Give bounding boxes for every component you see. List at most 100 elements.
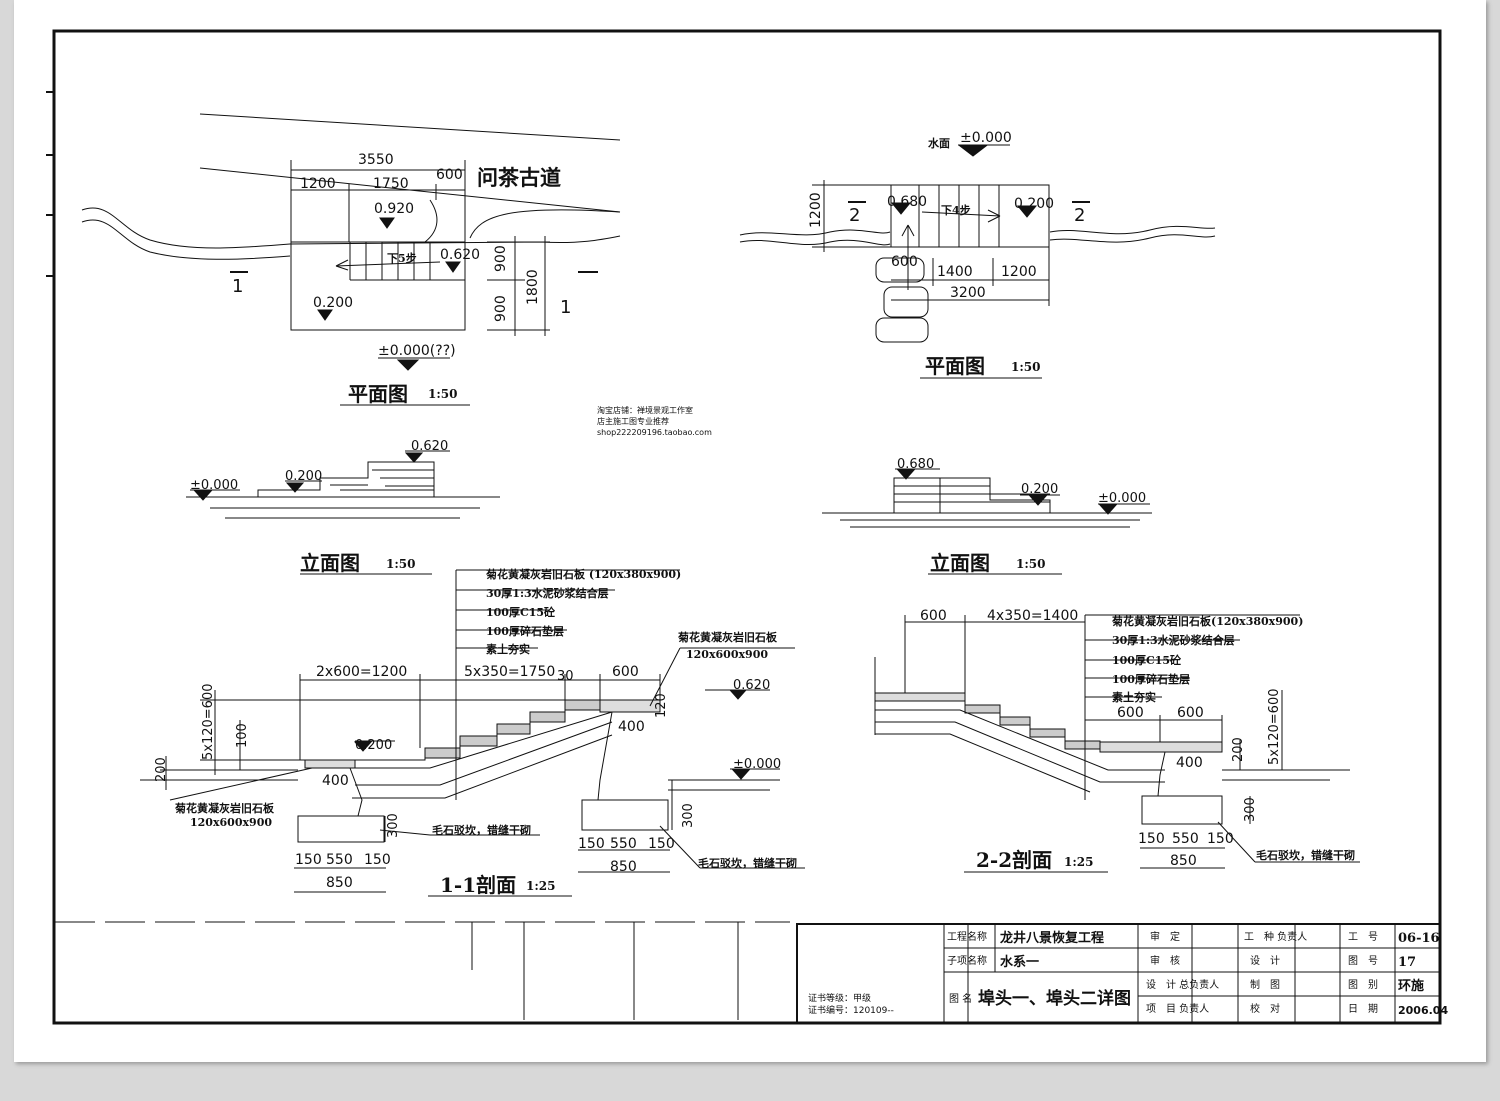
tb-label: 图 名: [949, 992, 972, 1005]
dim-label: 100: [235, 723, 250, 748]
plan-2: [739, 137, 1216, 379]
level-label: ±0.000: [733, 757, 781, 772]
section-2-2: [874, 614, 1360, 873]
tb-label: 图 别: [1348, 979, 1378, 991]
dim-label: 900: [493, 295, 509, 322]
layer-note: 100厚碎石垫层: [486, 624, 564, 638]
tb-label: 校 对: [1250, 1002, 1280, 1015]
level-label: 0.200: [313, 295, 353, 311]
tb-label: 工 号: [1348, 931, 1378, 943]
drawing-name: 埠头一、埠头二详图: [978, 988, 1131, 1009]
dim-label: 2x600=1200: [316, 664, 407, 680]
level-label: 0.620: [733, 678, 770, 693]
dim-label: 1800: [525, 269, 541, 305]
tb-label: 图 号: [1348, 955, 1378, 967]
drawing-border: [52, 29, 1442, 1025]
drawing-category: 环施: [1398, 978, 1424, 994]
level-label: ±0.000: [190, 478, 238, 493]
dim-label: 600: [920, 608, 947, 624]
layer-note: 菊花黄凝灰岩旧石板(120x380x900): [1112, 614, 1303, 628]
plan2-scale: 1:50: [1011, 360, 1040, 374]
dim-label: 550: [1172, 831, 1199, 847]
elev2-scale: 1:50: [1016, 557, 1045, 571]
level-label: 0.620: [440, 247, 480, 263]
level-label: 0.680: [887, 194, 927, 210]
dim-label: 300: [386, 813, 401, 838]
dim-label: 850: [610, 859, 637, 875]
dim-label: 400: [618, 719, 645, 735]
elevation-2: [822, 468, 1152, 575]
level-label: ±0.000(??): [378, 343, 456, 359]
dim-label: 3550: [358, 152, 394, 168]
dim-label: 600: [1177, 705, 1204, 721]
section2-title: 2-2剖面: [976, 848, 1052, 872]
drawing-number: 17: [1398, 955, 1416, 970]
layer-note: 菊花黄凝灰岩旧石板 (120x380x900): [486, 567, 681, 581]
dim-label: 150: [578, 836, 605, 852]
dim-label: 1400: [937, 264, 973, 280]
tb-label: 设 计 总负责人: [1146, 978, 1219, 991]
dim-label: 300: [681, 803, 696, 828]
dim-label: 4x350=1400: [987, 608, 1078, 624]
dim-label: 1750: [373, 176, 409, 192]
section1-title: 1-1剖面: [440, 873, 516, 897]
layer-note: 100厚C15砼: [486, 605, 556, 619]
plan2-title: 平面图: [925, 354, 985, 378]
tb-label: 项 目 负责人: [1146, 1002, 1209, 1015]
layer-note: 素土夯实: [1112, 690, 1156, 704]
level-label: 0.200: [285, 469, 322, 484]
layer-note: 素土夯实: [486, 642, 530, 656]
section-mark: 2: [1074, 205, 1085, 226]
tb-label: 审 核: [1150, 954, 1180, 967]
level-label: 0.920: [374, 201, 414, 217]
tb-label: 设 计: [1250, 954, 1280, 967]
project-name: 龙井八景恢复工程: [1000, 930, 1104, 946]
dim-label: 400: [322, 773, 349, 789]
steps-label: 下5步: [387, 251, 417, 265]
level-label: 0.620: [411, 439, 448, 454]
dim-label: 300: [1243, 797, 1258, 822]
plan1-scale: 1:50: [428, 387, 457, 401]
foundation-note: 毛石驳坎，错缝干砌: [698, 856, 797, 870]
elev1-scale: 1:50: [386, 557, 415, 571]
tb-label: 日 期: [1348, 1003, 1378, 1015]
title-block: [55, 921, 1441, 1024]
tb-label: 工 种 负责人: [1244, 930, 1307, 943]
plan1-label: 问茶古道: [477, 166, 561, 190]
section-mark: 1: [560, 297, 571, 318]
dim-label: 1200: [808, 192, 824, 228]
tb-label: 子项名称: [947, 954, 987, 967]
dim-label: 550: [610, 836, 637, 852]
dim-label: 3200: [950, 285, 986, 301]
cert-number: 证书编号：120109--: [808, 1004, 894, 1016]
level-label: 0.200: [355, 738, 392, 753]
dim-label: 600: [612, 664, 639, 680]
tb-label: 审 定: [1150, 930, 1180, 943]
elevation-1: [186, 450, 500, 575]
dim-label: 5x120=600: [1267, 689, 1282, 765]
plan-1: [81, 113, 621, 406]
cad-drawing: 问茶古道 3550 1200 1750 600 0.920 0.620 0.20…: [46, 29, 1448, 1025]
dim-label: 150: [295, 852, 322, 868]
dim-label: 120: [654, 693, 669, 718]
tb-label: 工程名称: [947, 930, 987, 943]
dim-label: 200: [1231, 737, 1246, 762]
subitem-name: 水系一: [1000, 954, 1039, 970]
watermark-line: 店主施工图专业推荐: [597, 416, 669, 426]
dim-label: 600: [1117, 705, 1144, 721]
drawing-date: 2006.04: [1398, 1004, 1448, 1017]
material-note: 120x600x900: [686, 648, 768, 661]
dim-label: 850: [326, 875, 353, 891]
water-label: 水面: [928, 136, 950, 150]
dim-label: 150: [1138, 831, 1165, 847]
dim-label: 5x350=1750: [464, 664, 555, 680]
drawing-sheet: 问茶古道 3550 1200 1750 600 0.920 0.620 0.20…: [14, 0, 1486, 1062]
dim-label: 30: [557, 669, 574, 684]
elev2-title: 立面图: [930, 551, 990, 575]
dim-label: 400: [1176, 755, 1203, 771]
material-note: 菊花黄凝灰岩旧石板: [175, 801, 275, 815]
layer-note: 30厚1:3水泥砂浆结合层: [1112, 633, 1235, 647]
level-label: 0.200: [1021, 482, 1058, 497]
dim-label: 200: [154, 757, 169, 782]
dim-label: 1200: [1001, 264, 1037, 280]
